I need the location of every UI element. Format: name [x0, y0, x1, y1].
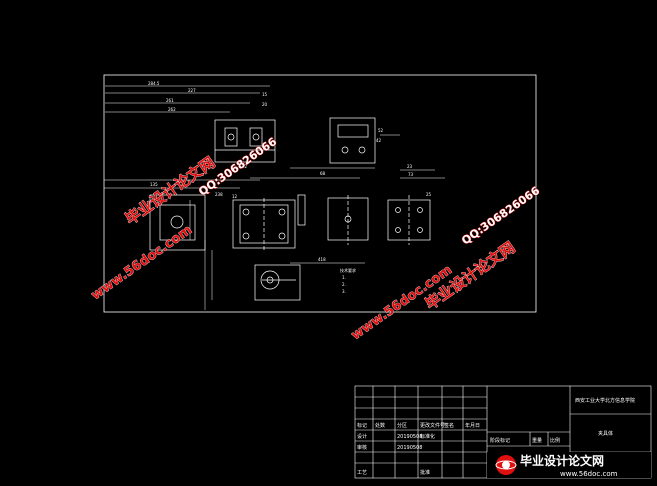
logo-url: www.56doc.com: [560, 470, 618, 478]
right-top-view: [329, 117, 376, 164]
dimension-labels: 284.5 227 261 262 15 20 42 68 73 135 238…: [148, 81, 432, 262]
dim-label: 418: [318, 257, 326, 262]
header-sign: 签名: [444, 422, 454, 429]
site-logo: 毕业设计论文网 www.56doc.com: [487, 452, 651, 478]
dim-label: 135: [150, 182, 158, 187]
dim-label: 284.5: [148, 81, 160, 86]
dim-label: 23: [407, 164, 413, 169]
stage-label: 阶段标记: [490, 437, 510, 444]
header-zone: 分区: [397, 422, 407, 429]
left-main-view: [149, 194, 206, 251]
globe-logo-icon: [495, 455, 517, 475]
dim-label: 238: [215, 192, 223, 197]
dim-label: 25: [426, 192, 432, 197]
role-review: 审核: [357, 444, 367, 451]
scale-label: 比例: [550, 437, 560, 444]
dim-label: 73: [408, 172, 414, 177]
center-right-view: [327, 195, 369, 245]
front-view: [232, 194, 306, 250]
header-date: 年月日: [465, 422, 480, 429]
far-right-view: [387, 195, 431, 245]
watermark-url: www.56doc.com: [89, 223, 195, 304]
watermark-group-2: 毕业设计论文网 www.56doc.com QQ:306826066: [348, 183, 542, 343]
dim-label: 15: [262, 92, 268, 97]
notes-item: 1.: [342, 275, 346, 280]
dim-label: 20: [262, 102, 268, 107]
drawing-frame: [103, 74, 537, 313]
top-view-part: [214, 119, 276, 163]
logo-text: 毕业设计论文网: [520, 453, 604, 468]
drawing-name: 夹具体: [598, 430, 613, 437]
watermark-group-1: 毕业设计论文网 www.56doc.com QQ:306826066: [88, 134, 279, 304]
notes-heading: 技术要求: [340, 267, 356, 273]
role-design: 设计: [357, 433, 367, 440]
school-name: 西安工业大学北方信息学院: [575, 397, 635, 404]
dim-label: 52: [378, 128, 384, 133]
dim-label: 42: [376, 138, 382, 143]
dimension-lines: [104, 85, 445, 310]
bottom-detail-view: [254, 264, 301, 301]
technical-notes: 技术要求 1. 2. 3.: [340, 267, 356, 294]
role-process: 工艺: [357, 470, 367, 476]
design-date: 20190508: [397, 434, 422, 440]
notes-item: 3.: [342, 289, 346, 294]
dim-label: 68: [320, 171, 326, 176]
watermark-qq: QQ:306826066: [459, 184, 542, 248]
header-count: 处数: [375, 422, 385, 429]
dim-label: 227: [188, 88, 196, 93]
role-approve: 批准: [420, 469, 430, 476]
review-date: 20190508: [397, 445, 422, 451]
header-change-doc: 更改文件号: [420, 422, 445, 429]
weight-label: 重量: [532, 437, 542, 444]
dim-label: 42: [242, 164, 248, 169]
dim-label: 12: [232, 194, 238, 199]
role-standard: 标准化: [420, 433, 435, 440]
header-mark: 标记: [357, 422, 367, 429]
dim-label: 261: [166, 98, 174, 103]
notes-item: 2.: [342, 282, 346, 287]
title-block: [354, 385, 652, 479]
dim-label: 262: [168, 107, 176, 112]
